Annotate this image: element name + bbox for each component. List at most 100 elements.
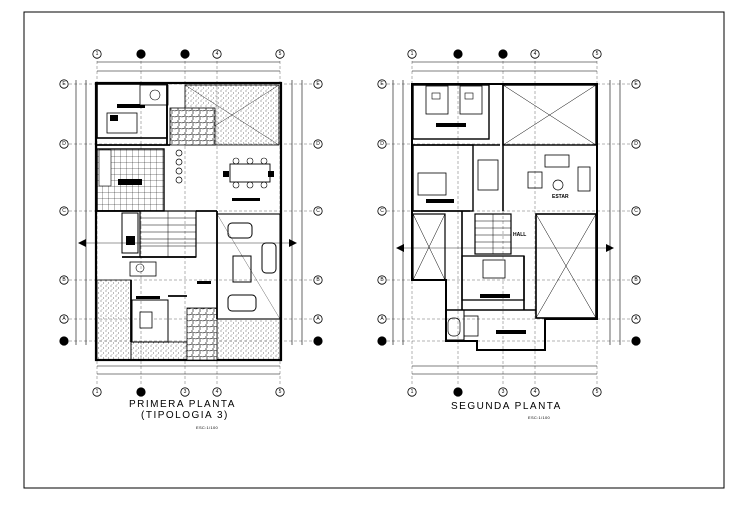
axis-bubble-top-5: 5 [592,49,602,59]
svg-text:D: D [380,141,384,147]
axis-bubble-bottom-3: 3 [498,387,508,397]
axis-bubble-left-B: B [59,275,69,285]
plan-primera-planta: 1 2 3 4 5 1 2 3 4 5 E D C B A A E D C B A A [59,49,323,397]
axis-bubble-left-E: E [59,79,69,89]
svg-text:1: 1 [411,389,414,395]
svg-text:5: 5 [279,389,282,395]
axis-bubble-top-4: 4 [212,49,222,59]
svg-text:A: A [380,338,384,344]
svg-text:D: D [62,141,66,147]
axis-bubble-bottom-1: 1 [92,387,102,397]
axis-bubble-top-2: 2 [453,49,463,59]
axis-bubble-right-B: B [313,275,323,285]
svg-text:A: A [380,316,384,322]
axis-bubble-right-E: E [313,79,323,89]
svg-text:A: A [634,338,638,344]
svg-text:5: 5 [596,51,599,57]
svg-text:B: B [316,277,320,283]
axis-bubble-left-E: E [377,79,387,89]
svg-text:C: C [62,208,66,214]
svg-text:A: A [634,316,638,322]
svg-text:1: 1 [96,389,99,395]
axis-bubble-right-A: A [631,314,641,324]
svg-text:2: 2 [140,389,143,395]
axis-bubble-top-2: 2 [136,49,146,59]
svg-text:A: A [316,316,320,322]
svg-text:3: 3 [184,389,187,395]
svg-text:A: A [316,338,320,344]
svg-text:A: A [62,338,66,344]
svg-text:A: A [62,316,66,322]
axis-bubble-top-4: 4 [530,49,540,59]
svg-text:5: 5 [279,51,282,57]
svg-text:E: E [380,81,384,87]
axis-bubble-top-3: 3 [180,49,190,59]
svg-text:4: 4 [534,389,537,395]
plan2-title: SEGUNDA PLANTA [451,401,562,412]
svg-text:C: C [634,208,638,214]
axis-bubble-right-E: E [631,79,641,89]
axis-bubble-left-A: A [377,314,387,324]
svg-text:B: B [634,277,638,283]
axis-bubble-left-D: D [59,139,69,149]
svg-text:4: 4 [216,51,219,57]
axis-bubble-left-C: C [59,206,69,216]
axis-bubble-right-A: A [313,314,323,324]
sheet-border [23,11,725,489]
axis-bubble-left-A: A [377,336,387,346]
svg-text:2: 2 [457,51,460,57]
axis-bubble-left-B: B [377,275,387,285]
svg-text:2: 2 [457,389,460,395]
svg-text:D: D [634,141,638,147]
svg-text:4: 4 [534,51,537,57]
axis-bubble-left-D: D [377,139,387,149]
plan1-subtitle: (TIPOLOGIA 3) [141,410,229,421]
axis-bubble-bottom-5: 5 [275,387,285,397]
svg-text:5: 5 [596,389,599,395]
svg-text:C: C [380,208,384,214]
axis-bubble-bottom-5: 5 [592,387,602,397]
plan1-scale: ESC:1/100 [196,425,219,430]
svg-text:B: B [380,277,384,283]
axis-bubble-left-A: A [59,336,69,346]
axis-bubble-bottom-1: 1 [407,387,417,397]
axis-bubble-bottom-2: 2 [453,387,463,397]
room-label-hall: HALL [513,232,526,238]
svg-text:E: E [62,81,66,87]
svg-text:1: 1 [411,51,414,57]
axis-bubble-bottom-4: 4 [212,387,222,397]
svg-text:1: 1 [96,51,99,57]
axis-bubble-top-5: 5 [275,49,285,59]
room-label-estar: ESTAR [552,194,569,200]
axis-bubble-top-3: 3 [498,49,508,59]
axis-bubble-left-A: A [59,314,69,324]
svg-text:C: C [316,208,320,214]
svg-text:3: 3 [184,51,187,57]
svg-text:3: 3 [502,51,505,57]
axis-bubble-right-A: A [313,336,323,346]
svg-text:4: 4 [216,389,219,395]
axis-bubble-bottom-4: 4 [530,387,540,397]
plan2-scale: ESC:1/100 [528,415,551,420]
axis-bubble-right-D: D [313,139,323,149]
svg-text:E: E [316,81,320,87]
svg-text:2: 2 [140,51,143,57]
axis-bubble-left-C: C [377,206,387,216]
axis-bubble-top-1: 1 [407,49,417,59]
axis-bubble-bottom-3: 3 [180,387,190,397]
axis-bubble-right-D: D [631,139,641,149]
axis-bubble-top-1: 1 [92,49,102,59]
axis-bubble-right-B: B [631,275,641,285]
axis-bubble-right-C: C [631,206,641,216]
plan1-title: PRIMERA PLANTA [129,399,236,410]
plan-segunda-planta: ESTAR HALL [377,49,641,397]
axis-bubble-right-C: C [313,206,323,216]
svg-text:E: E [634,81,638,87]
axis-bubble-right-A: A [631,336,641,346]
svg-text:D: D [316,141,320,147]
axis-bubble-bottom-2: 2 [136,387,146,397]
svg-text:B: B [62,277,66,283]
svg-text:3: 3 [502,389,505,395]
